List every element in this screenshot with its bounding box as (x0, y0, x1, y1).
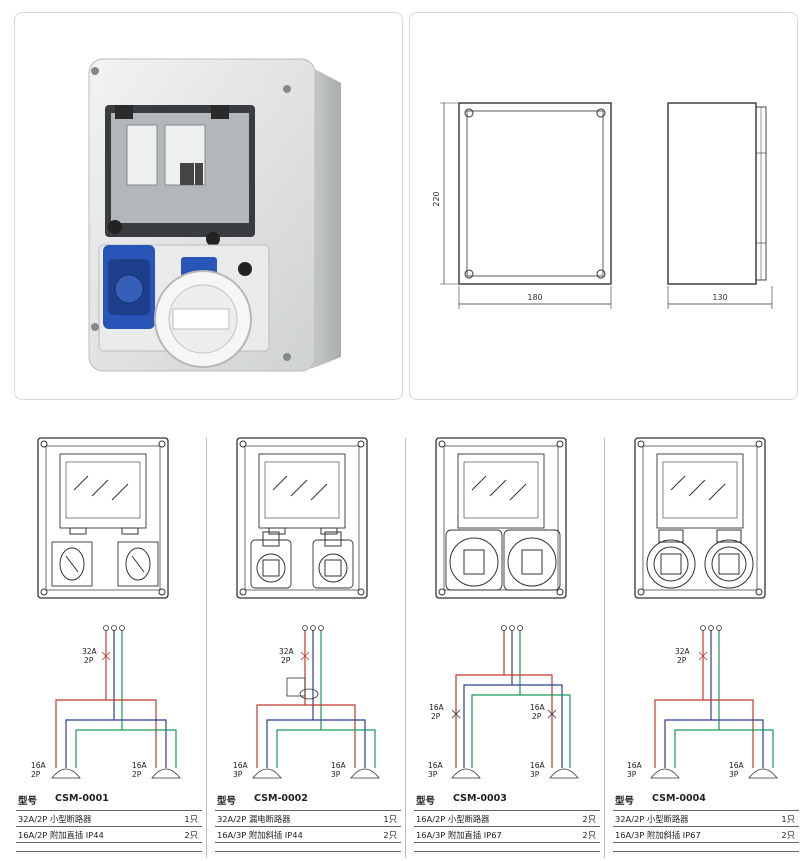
breaker-1-rating: 16A (429, 703, 445, 712)
socket-2-rating: 16A (132, 761, 148, 770)
socket-1-rating: 16A (627, 761, 643, 770)
model-label: 型号 (217, 796, 237, 807)
column-divider (604, 438, 605, 858)
top-breaker-poles: 2P (677, 656, 687, 665)
product-photo-panel (14, 12, 403, 400)
socket-2-poles: 3P (729, 770, 739, 779)
model-number: CSM-0003 (453, 793, 507, 804)
socket-1-poles: 2P (31, 770, 41, 779)
model-label: 型号 (615, 796, 635, 807)
side-view-drawing (667, 102, 773, 309)
depth-dimension: 130 (712, 293, 727, 302)
dimension-drawing-panel: 220 180 130 (409, 12, 798, 400)
model-label: 型号 (18, 796, 38, 807)
top-breaker-rating: 32A (675, 647, 691, 656)
socket-1-poles: 3P (233, 770, 243, 779)
width-dimension: 180 (527, 293, 542, 302)
socket-2-poles: 2P (132, 770, 142, 779)
csm-0002-drawing: 32A 2P 16A 3P 16A 3P (233, 437, 380, 779)
socket-1-rating: 16A (233, 761, 249, 770)
top-breaker-rating: 32A (279, 647, 295, 656)
socket-2-poles: 3P (331, 770, 341, 779)
top-breaker-rating: 32A (82, 647, 98, 656)
breaker-1-poles: 2P (431, 712, 441, 721)
socket-1-rating: 16A (428, 761, 444, 770)
dimension-drawing: 220 180 130 (432, 102, 773, 309)
top-breaker-poles: 2P (281, 656, 291, 665)
csm-0003-drawing: 16A 2P 16A 2P 16A 3P 16A 3P (428, 437, 579, 779)
front-view-drawing (440, 102, 612, 309)
height-dimension: 220 (432, 191, 441, 206)
product-column-csm-0002: 32A 2P 16A 3P 16A 3P 型号 CSM-0002 32A/2P 漏… (215, 430, 410, 860)
csm-0004-drawing: 32A 2P 16A 3P 16A 3P (627, 437, 778, 779)
csm-0001-drawing: 32A 2P 16A 2P 16A 2P (31, 437, 181, 779)
socket-2-rating: 16A (729, 761, 745, 770)
socket-1-poles: 3P (428, 770, 438, 779)
enclosure-photo (88, 58, 341, 372)
column-divider (206, 438, 207, 858)
product-column-csm-0001: 32A 2P 16A 2P 16A 2P 型号 CSM-0001 32A/2P 小… (16, 430, 211, 860)
breaker-2-rating: 16A (530, 703, 546, 712)
socket-1-rating: 16A (31, 761, 47, 770)
socket-1-poles: 3P (627, 770, 637, 779)
breaker-2-poles: 2P (532, 712, 542, 721)
top-breaker-poles: 2P (84, 656, 94, 665)
product-column-csm-0004: 32A 2P 16A 3P 16A 3P 型号 CSM-0004 32A/2P 小… (613, 430, 806, 860)
product-column-csm-0003: 16A 2P 16A 2P 16A 3P 16A 3P 型号 CSM-0003 1… (414, 430, 609, 860)
socket-2-rating: 16A (530, 761, 546, 770)
column-divider (405, 438, 406, 858)
socket-2-rating: 16A (331, 761, 347, 770)
model-number: CSM-0001 (55, 793, 109, 804)
model-number: CSM-0002 (254, 793, 308, 804)
model-number: CSM-0004 (652, 793, 706, 804)
socket-2-poles: 3P (530, 770, 540, 779)
model-label: 型号 (416, 796, 436, 807)
